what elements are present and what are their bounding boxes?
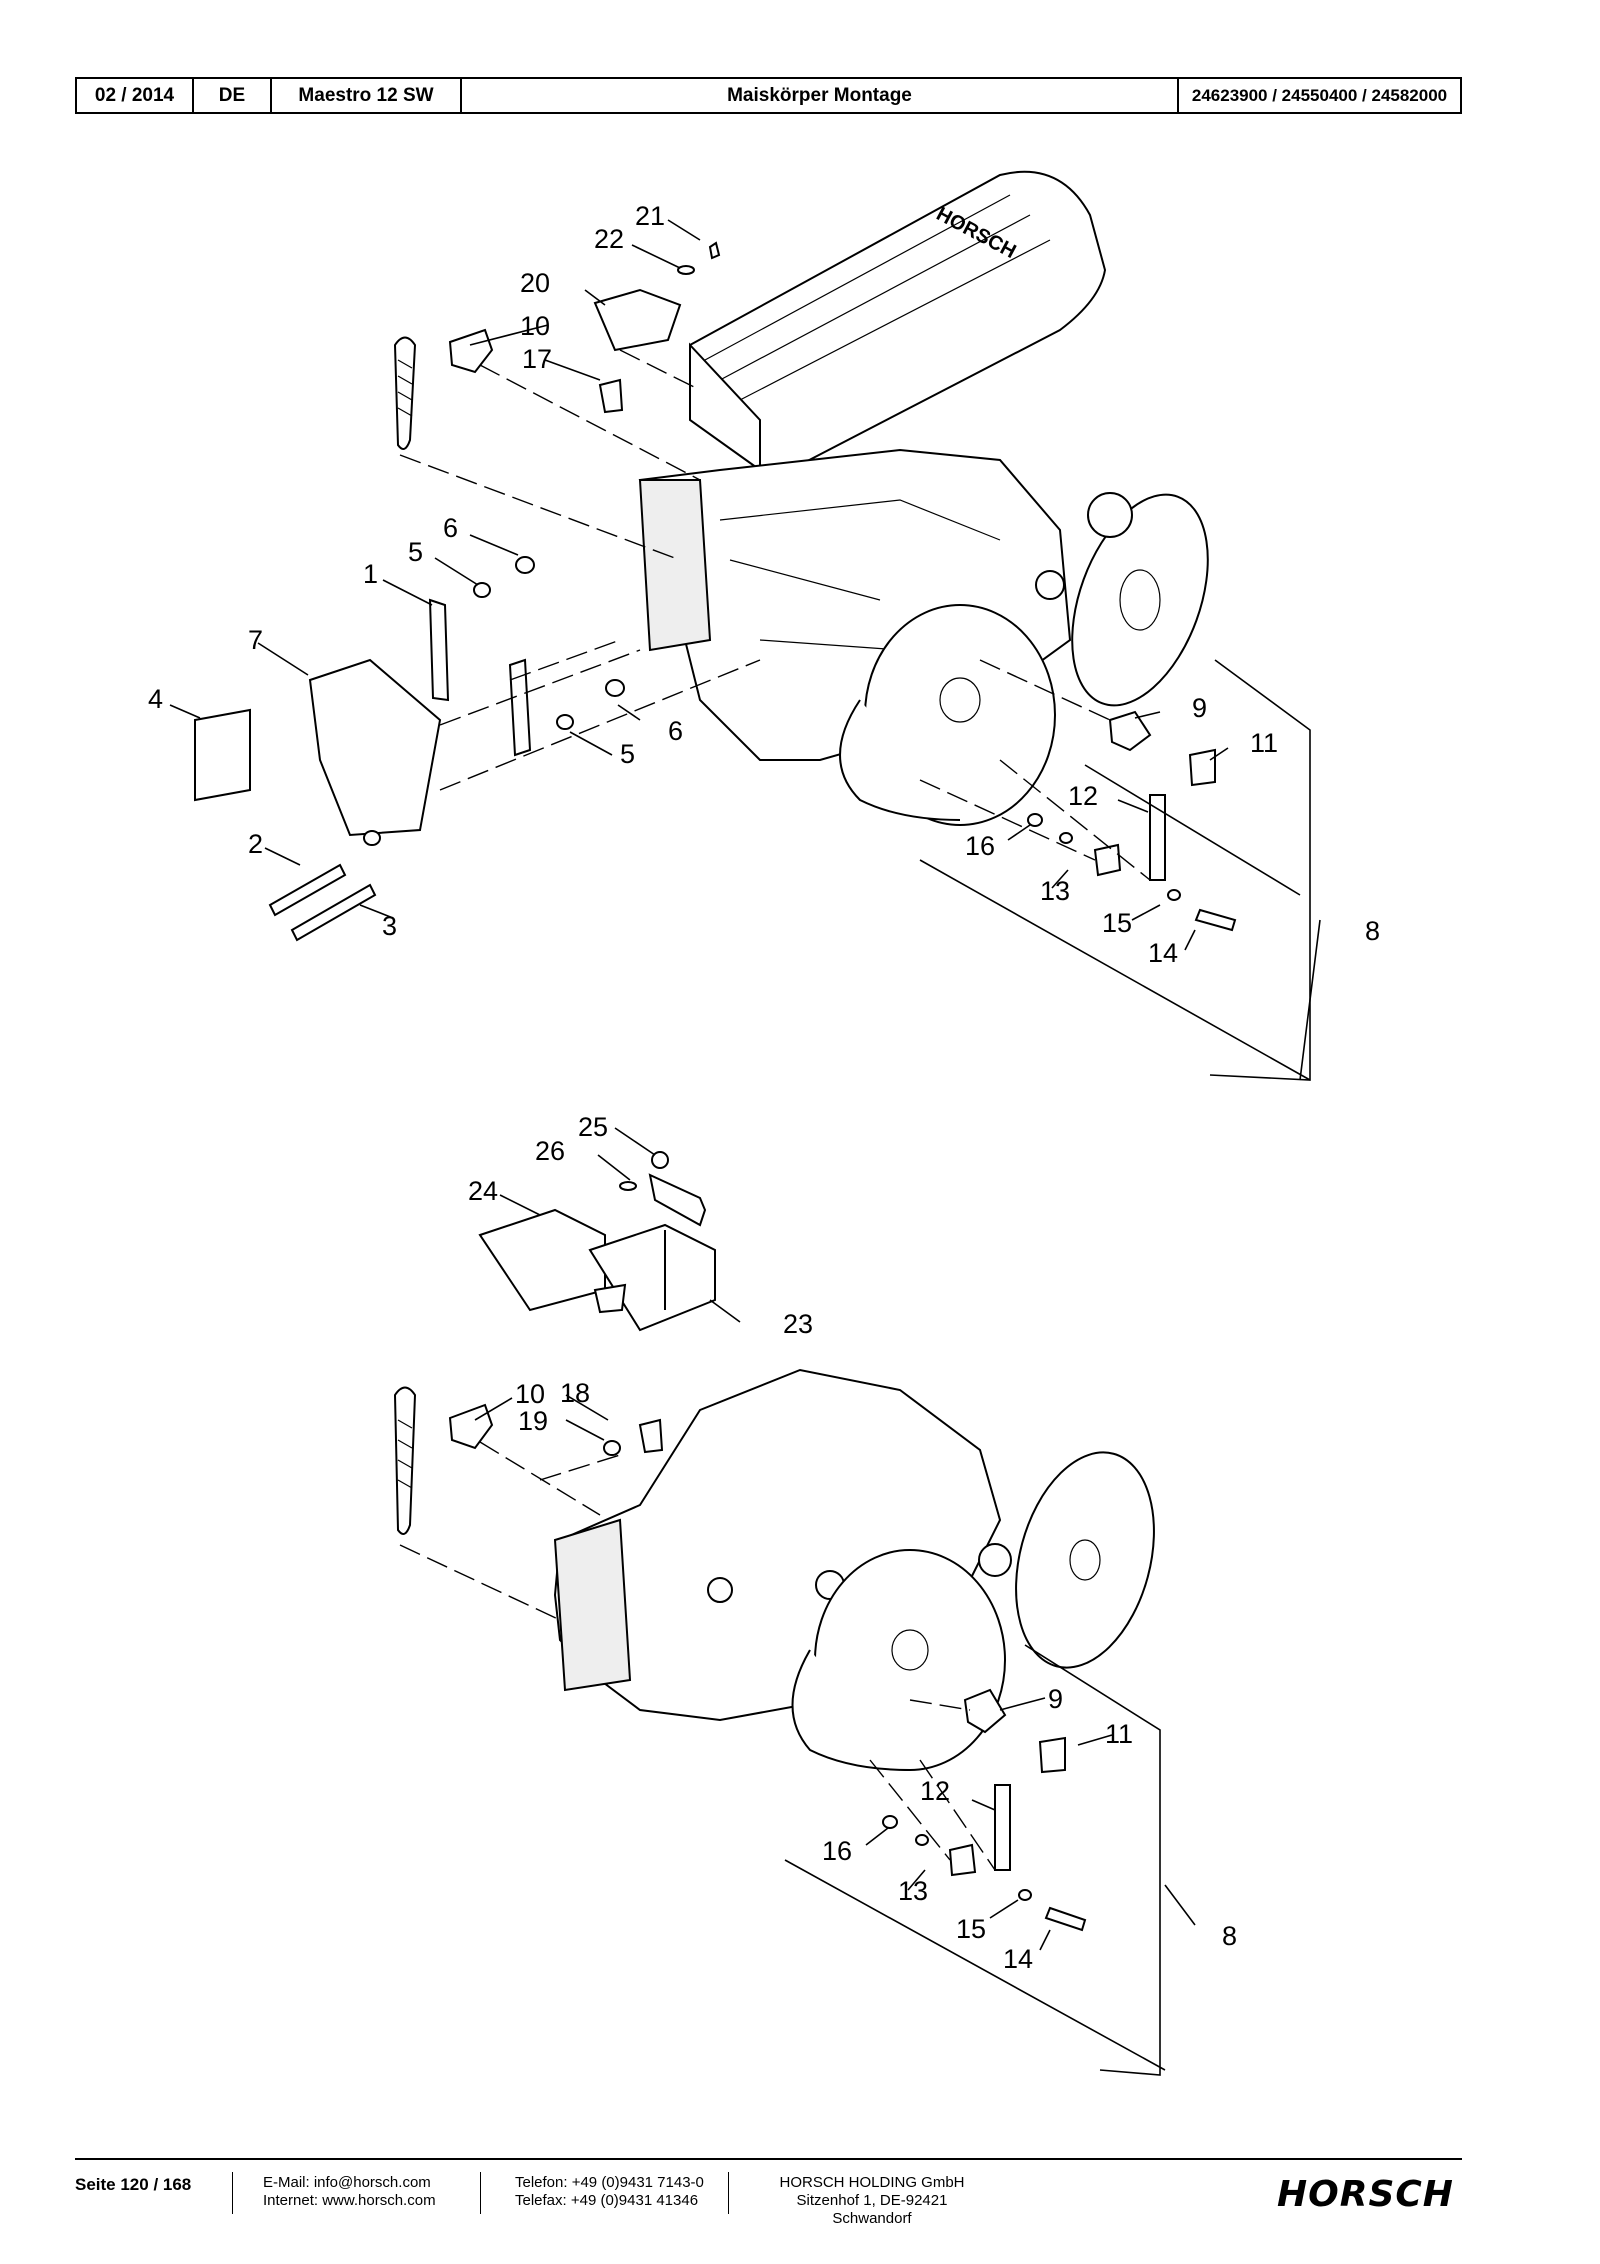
footer-internet: Internet: www.horsch.com <box>263 2192 436 2209</box>
footer-email: E-Mail: info@horsch.com <box>263 2174 431 2191</box>
callout-label: 7 <box>248 625 263 655</box>
callout-label: 23 <box>783 1309 813 1339</box>
callout-label: 20 <box>520 268 550 298</box>
footer-divider <box>232 2172 233 2214</box>
callout-label: 5 <box>408 537 423 567</box>
callout-label: 13 <box>898 1876 928 1906</box>
footer-contact-web: E-Mail: info@horsch.com Internet: www.ho… <box>263 2174 436 2210</box>
header-date: 02 / 2014 <box>77 79 194 112</box>
callout-label: 11 <box>1105 1719 1133 1749</box>
callout-label: 15 <box>1102 908 1132 938</box>
callout-label: 21 <box>635 201 665 231</box>
callout-label: 17 <box>522 344 552 374</box>
callout-label: 8 <box>1365 916 1380 946</box>
callout-label: 14 <box>1148 938 1178 968</box>
callout-label: 25 <box>578 1112 608 1142</box>
header-title: Maiskörper Montage <box>462 79 1179 112</box>
callout-label: 15 <box>956 1914 986 1944</box>
callout-label: 9 <box>1048 1684 1063 1714</box>
callout-label: 26 <box>535 1136 565 1166</box>
callout-label: 1 <box>363 559 378 589</box>
header-model: Maestro 12 SW <box>272 79 462 112</box>
callout-label: 10 <box>520 311 550 341</box>
callout-label: 5 <box>620 739 635 769</box>
footer-divider <box>728 2172 729 2214</box>
header-part-numbers: 24623900 / 24550400 / 24582000 <box>1191 85 1448 105</box>
callout-label: 6 <box>668 716 683 746</box>
header-table: 02 / 2014 DE Maestro 12 SW Maiskörper Mo… <box>75 77 1462 114</box>
footer-address-block: HORSCH HOLDING GmbH Sitzenhof 1, DE-9242… <box>762 2174 982 2228</box>
footer-rule <box>75 2158 1462 2160</box>
footer-divider <box>480 2172 481 2214</box>
footer-company: HORSCH HOLDING GmbH <box>779 2174 965 2191</box>
footer-fax: Telefax: +49 (0)9431 41346 <box>515 2192 699 2209</box>
callout-label: 19 <box>518 1406 548 1436</box>
callout-label: 24 <box>468 1176 498 1206</box>
callout-label: 8 <box>1222 1921 1237 1951</box>
page-number: Seite 120 / 168 <box>75 2175 192 2194</box>
callout-label: 10 <box>515 1379 545 1409</box>
callout-label: 22 <box>594 224 624 254</box>
header-language: DE <box>194 79 272 112</box>
callout-label: 6 <box>443 513 458 543</box>
callout-label: 9 <box>1192 693 1207 723</box>
callout-label: 16 <box>965 831 995 861</box>
bottom-assembly: 25 26 24 23 10 18 19 9 11 12 16 13 15 14… <box>393 1112 1237 2076</box>
footer-phone: Telefon: +49 (0)9431 7143-0 <box>515 2174 704 2191</box>
footer-address: Sitzenhof 1, DE-92421 Schwandorf <box>796 2192 948 2227</box>
footer-contact-phone: Telefon: +49 (0)9431 7143-0 Telefax: +49… <box>515 2174 704 2210</box>
callout-label: 14 <box>1003 1944 1033 1974</box>
callout-label: 13 <box>1040 876 1070 906</box>
callout-label: 12 <box>920 1776 950 1806</box>
callout-label: 2 <box>248 829 263 859</box>
callout-label: 11 <box>1250 728 1278 758</box>
callout-label: 3 <box>382 911 397 941</box>
callout-label: 4 <box>148 684 163 714</box>
callout-label: 12 <box>1068 781 1098 811</box>
exploded-parts-drawing: HORSCH <box>148 170 1380 2076</box>
top-assembly: HORSCH <box>148 170 1380 1081</box>
callout-label: 18 <box>560 1378 590 1408</box>
horsch-logo: HORSCH <box>1277 2174 1454 2215</box>
callout-label: 16 <box>822 1836 852 1866</box>
